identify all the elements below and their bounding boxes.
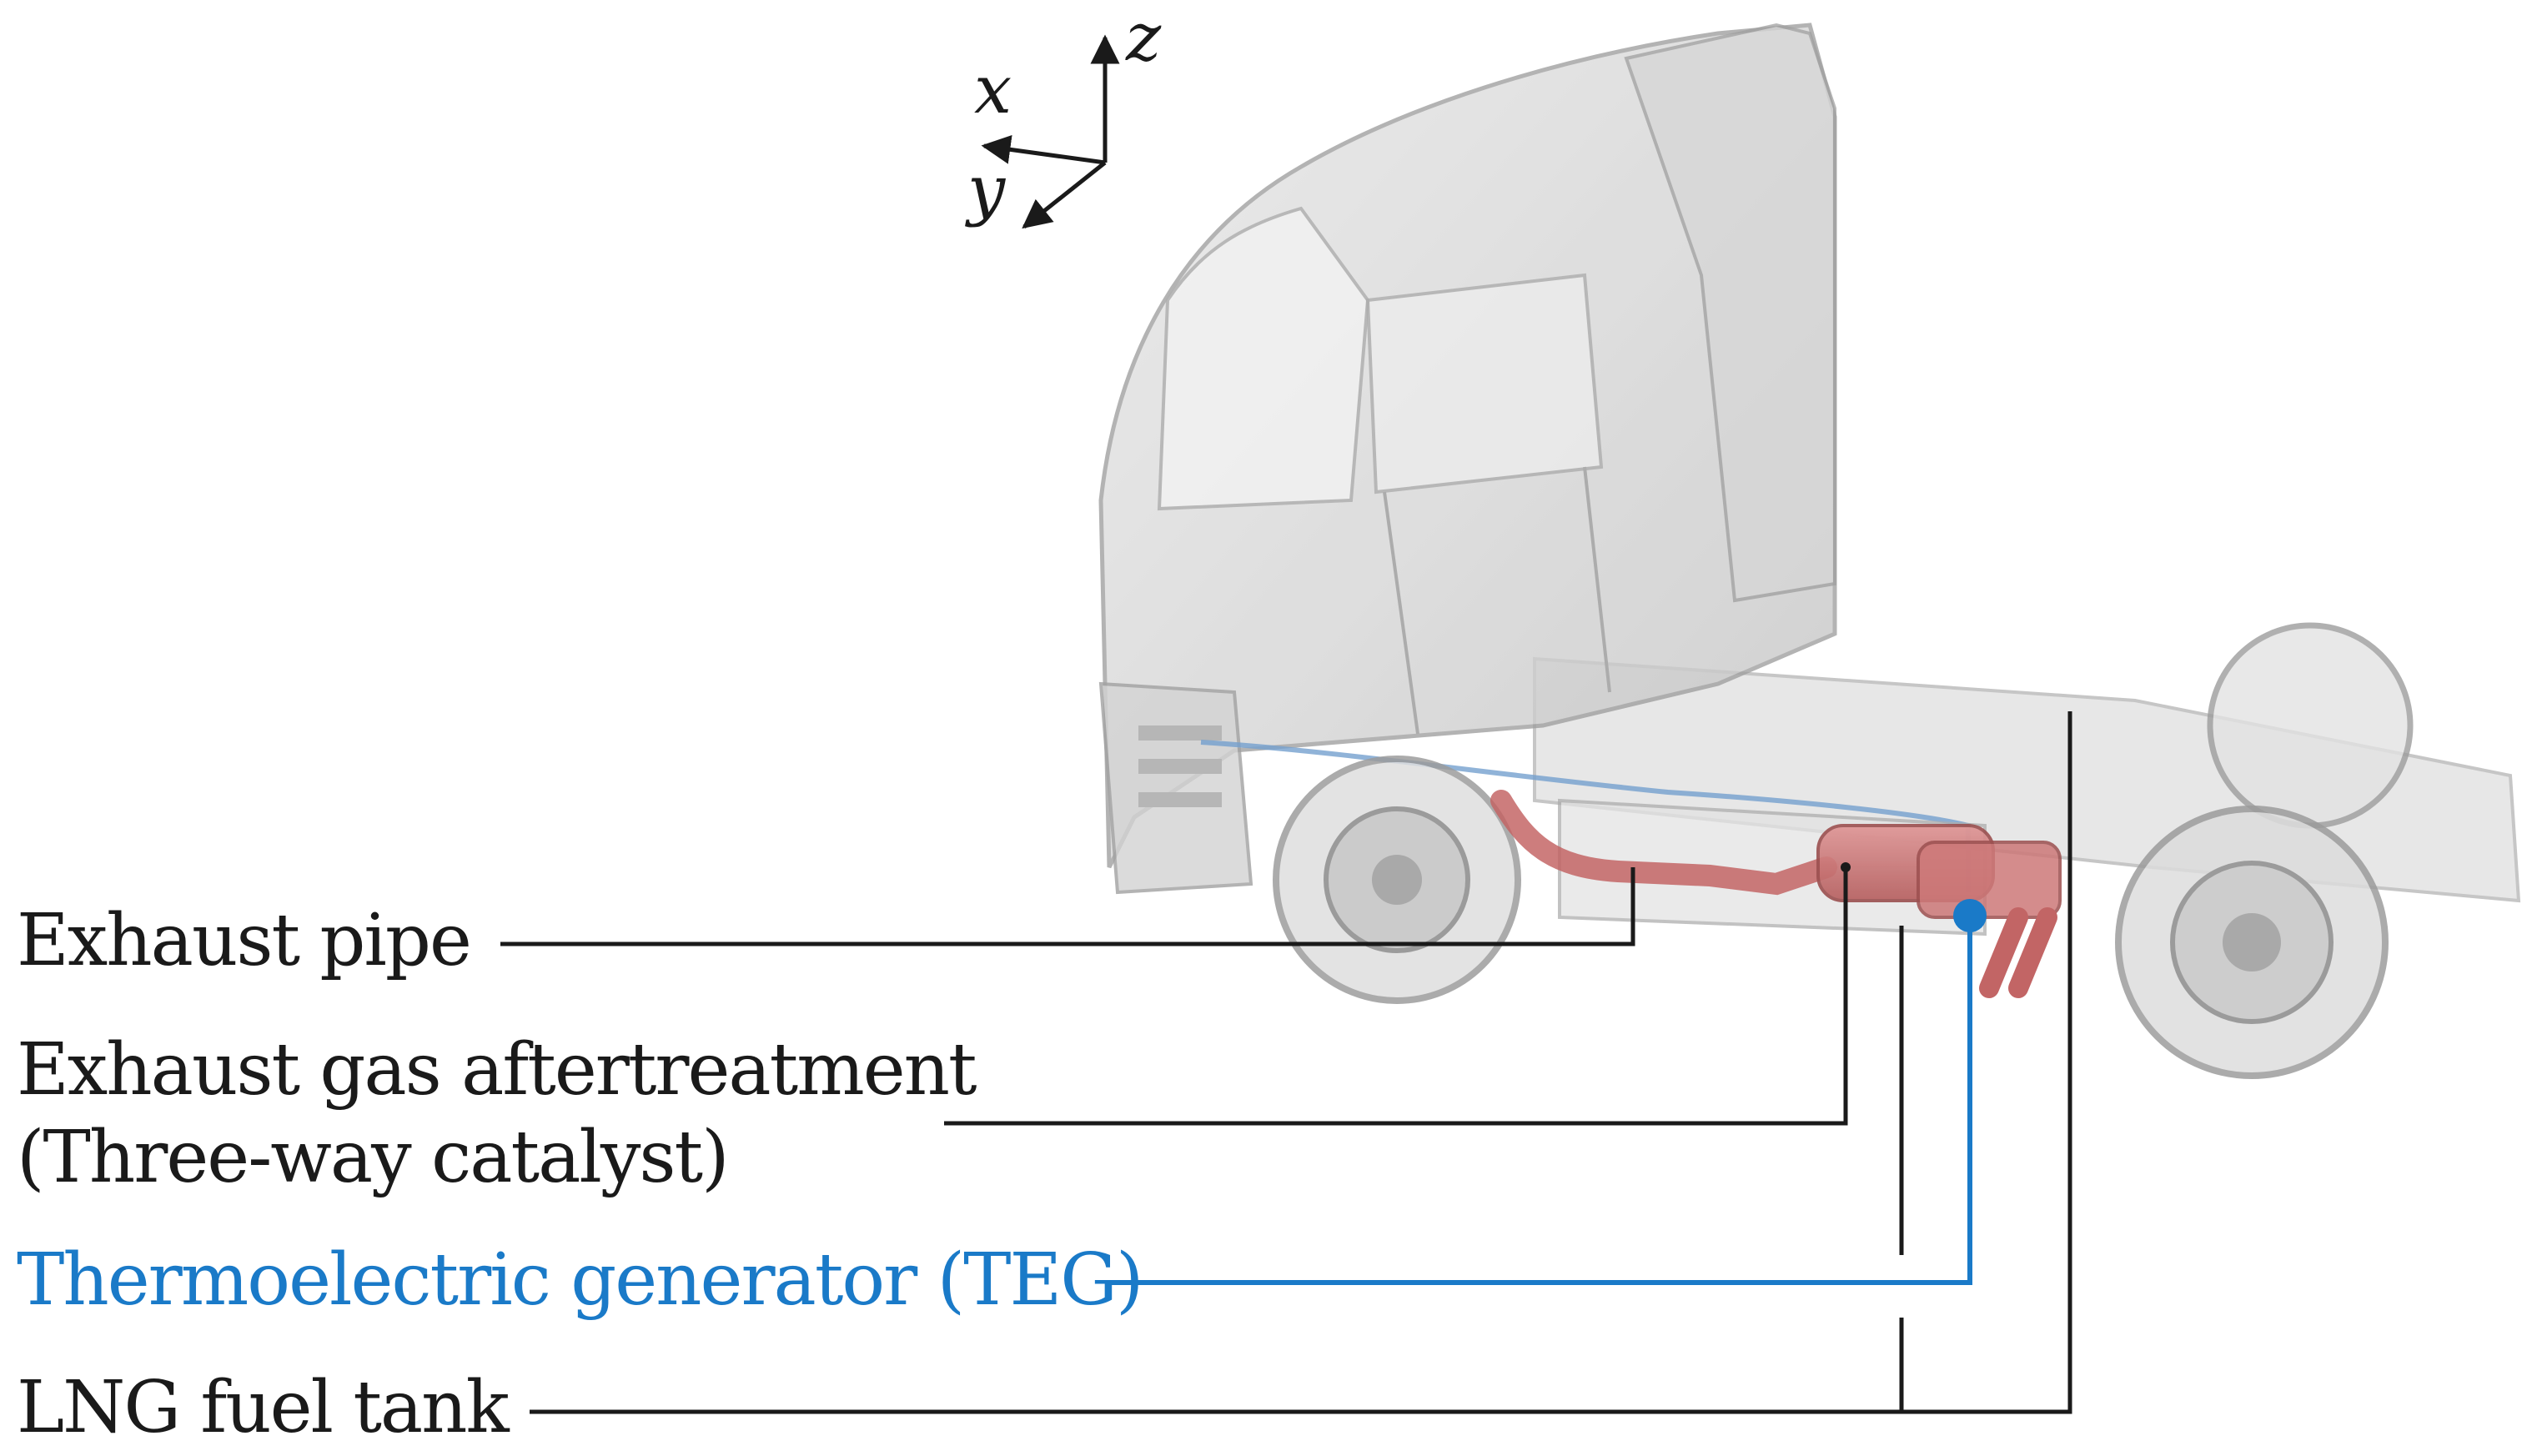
fuel-line — [1200, 740, 1971, 892]
axis-label-y: y — [965, 151, 1007, 228]
front-bumper — [1098, 681, 1253, 895]
label-exhaust-pipe: Exhaust pipe — [17, 899, 472, 982]
leader-lines — [500, 711, 2072, 1414]
leader-lng-tank — [530, 711, 2072, 1414]
label-teg: Thermoelectric generator (TEG) — [17, 1238, 1144, 1322]
rear-wheel-2 — [2115, 806, 2389, 1079]
side-window — [1365, 273, 1604, 495]
axis-label-x: x — [974, 51, 1012, 128]
truck-illustration — [1098, 23, 2521, 1079]
aftertreatment-marker-dot — [1841, 862, 1851, 872]
roof-spoiler — [1624, 23, 1836, 603]
front-wheel — [1273, 756, 1521, 1004]
teg-marker-dot — [1953, 899, 1987, 932]
rear-wheel-1 — [2207, 622, 2414, 829]
leader-exhaust-pipe — [500, 867, 1635, 946]
exhaust-pipe-shape — [1490, 790, 1837, 896]
label-aftertreatment-line1: Exhaust gas aftertreatment — [17, 1028, 977, 1112]
teg-shape — [1917, 841, 2062, 919]
leader-teg — [1105, 916, 1972, 1285]
label-aftertreatment-line2: (Three-way catalyst) — [17, 1116, 730, 1199]
coordinate-axes: z x y — [965, 0, 1162, 229]
windshield — [1157, 206, 1370, 511]
label-lng-tank: LNG fuel tank — [17, 1366, 510, 1449]
axis-label-z: z — [1125, 0, 1162, 76]
leader-aftertreatment — [944, 867, 1848, 1126]
